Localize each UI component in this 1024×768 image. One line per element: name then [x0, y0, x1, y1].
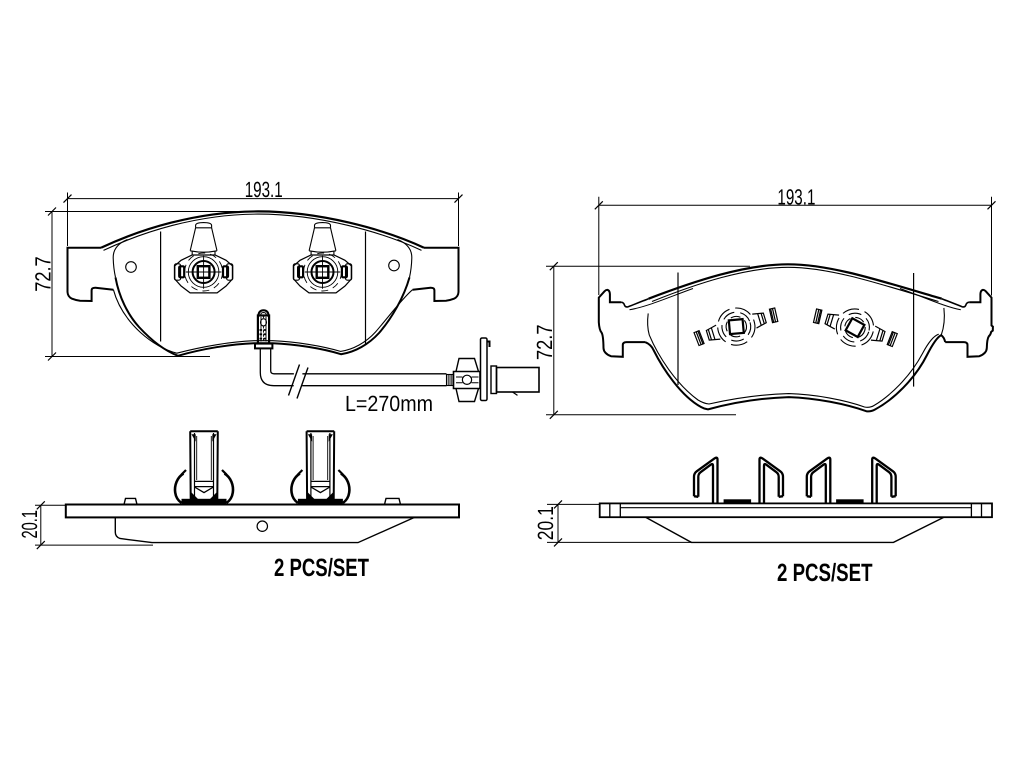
svg-text:2 PCS/SET: 2 PCS/SET [274, 554, 369, 582]
svg-text:2 PCS/SET: 2 PCS/SET [777, 559, 873, 587]
svg-text:72.7: 72.7 [532, 325, 557, 361]
svg-text:20.1: 20.1 [533, 506, 558, 540]
svg-text:193.1: 193.1 [777, 184, 815, 209]
svg-text:20.1: 20.1 [17, 510, 42, 539]
svg-text:L=270mm: L=270mm [345, 391, 433, 416]
svg-text:193.1: 193.1 [245, 177, 283, 202]
svg-text:72.7: 72.7 [31, 256, 56, 292]
